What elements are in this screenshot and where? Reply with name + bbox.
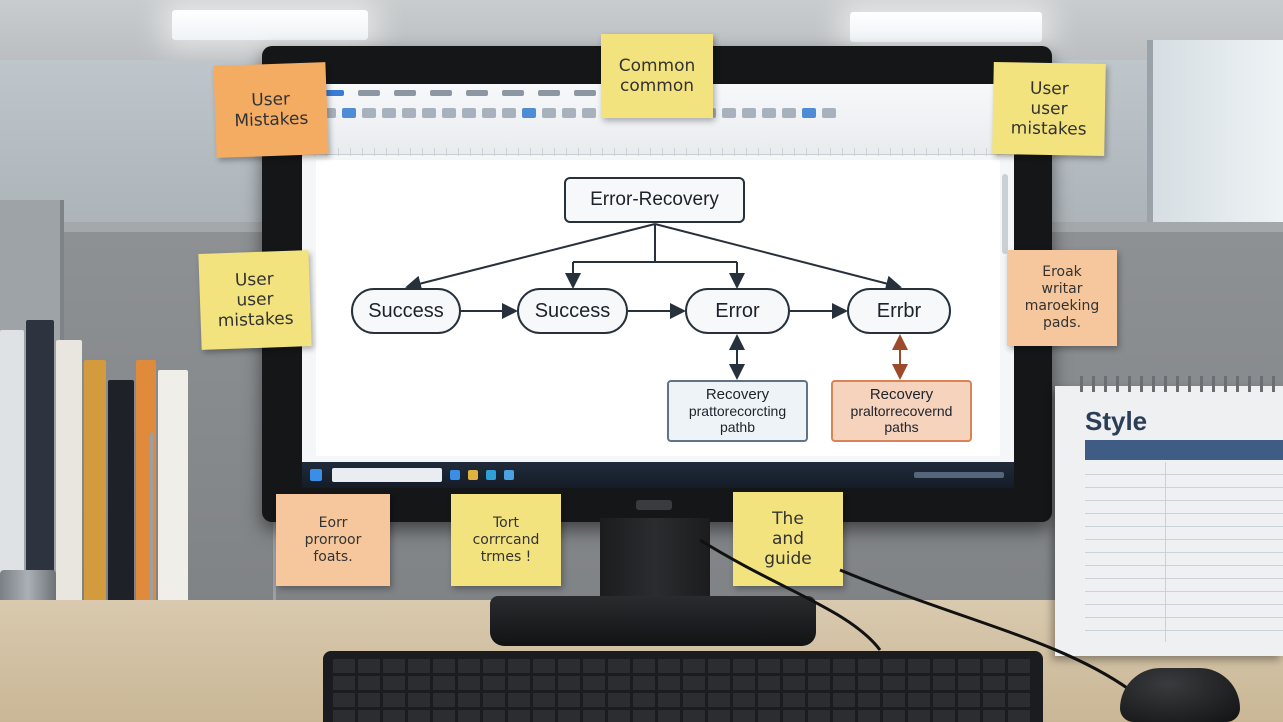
ribbon-tabs: [322, 90, 632, 100]
tool-icon[interactable]: [402, 108, 416, 118]
tool-icon[interactable]: [382, 108, 396, 118]
calendar-grid: [1085, 462, 1283, 642]
start-icon[interactable]: [310, 469, 322, 481]
ribbon-tab[interactable]: [322, 90, 344, 96]
sticky-note: User Mistakes: [213, 62, 329, 158]
tool-icon[interactable]: [422, 108, 436, 118]
success-node[interactable]: Success: [517, 288, 628, 334]
monitor-logo: [636, 500, 672, 510]
tool-icon[interactable]: [562, 108, 576, 118]
sticky-note: User user mistakes: [198, 250, 312, 350]
app-icon[interactable]: [504, 470, 514, 480]
tool-icon[interactable]: [522, 108, 536, 118]
recovery-box-line: Recovery: [705, 386, 770, 403]
ribbon-tools: [322, 108, 836, 118]
calendar-header: [1085, 440, 1283, 460]
recovery-box[interactable]: Recovery praltorrecovernd paths: [831, 380, 972, 442]
system-tray[interactable]: [914, 472, 1004, 478]
monitor-stand-neck: [600, 518, 710, 608]
tool-icon[interactable]: [582, 108, 596, 118]
ceiling-light-left: [172, 10, 368, 40]
tool-icon[interactable]: [462, 108, 476, 118]
error-node[interactable]: Error: [685, 288, 790, 334]
ribbon-tab[interactable]: [430, 90, 452, 96]
mouse[interactable]: [1120, 668, 1240, 722]
tool-icon[interactable]: [542, 108, 556, 118]
ribbon-tab[interactable]: [394, 90, 416, 96]
tool-icon[interactable]: [502, 108, 516, 118]
recovery-box-line: prattorecorcting: [688, 403, 787, 419]
app-icon[interactable]: [468, 470, 478, 480]
taskbar: [302, 462, 1014, 488]
calendar-rings: [1080, 376, 1280, 392]
ruler: [302, 148, 1014, 156]
sticky-note: The and guide: [733, 492, 843, 586]
tool-icon[interactable]: [822, 108, 836, 118]
ribbon-tab[interactable]: [358, 90, 380, 96]
tool-icon[interactable]: [362, 108, 376, 118]
recovery-box-line: Recovery: [869, 386, 934, 403]
tool-icon[interactable]: [762, 108, 776, 118]
keyboard-keys[interactable]: [333, 659, 1033, 722]
app-icon[interactable]: [486, 470, 496, 480]
error-node[interactable]: Errbr: [847, 288, 951, 334]
recovery-box[interactable]: Recovery prattorecorcting pathb: [667, 380, 808, 442]
recovery-box-line: praltorrecovernd: [850, 403, 953, 419]
keyboard[interactable]: [323, 651, 1043, 722]
ribbon-tab[interactable]: [466, 90, 488, 96]
app-icon[interactable]: [450, 470, 460, 480]
success-node[interactable]: Success: [351, 288, 461, 334]
taskbar-search[interactable]: [332, 468, 442, 482]
vertical-scrollbar[interactable]: [1002, 174, 1008, 254]
sticky-note: User user mistakes: [992, 62, 1106, 156]
recovery-box-line: paths: [884, 419, 919, 435]
tool-icon[interactable]: [742, 108, 756, 118]
book: [84, 360, 106, 660]
tool-icon[interactable]: [802, 108, 816, 118]
tool-icon[interactable]: [722, 108, 736, 118]
diagram-title-node[interactable]: Error-Recovery: [564, 177, 745, 223]
office-window: [1147, 40, 1283, 230]
sticky-note: Common common: [601, 34, 713, 118]
recovery-box-line: pathb: [719, 419, 756, 435]
tool-icon[interactable]: [322, 108, 336, 118]
tool-icon[interactable]: [782, 108, 796, 118]
calendar-title: Style: [1085, 406, 1148, 436]
tool-icon[interactable]: [442, 108, 456, 118]
ceiling-light-right: [850, 12, 1042, 42]
calendar-column-divider: [1165, 462, 1166, 642]
tool-icon[interactable]: [342, 108, 356, 118]
monitor-stand-base: [490, 596, 816, 646]
sticky-note: Eorr prorroor foats.: [276, 494, 390, 586]
tool-icon[interactable]: [482, 108, 496, 118]
ribbon-tab[interactable]: [502, 90, 524, 96]
sticky-note: Eroak writar maroeking pads.: [1007, 250, 1117, 346]
ribbon-tab[interactable]: [574, 90, 596, 96]
sticky-note: Tort corrrcand trmes !: [451, 494, 561, 586]
ribbon-tab[interactable]: [538, 90, 560, 96]
